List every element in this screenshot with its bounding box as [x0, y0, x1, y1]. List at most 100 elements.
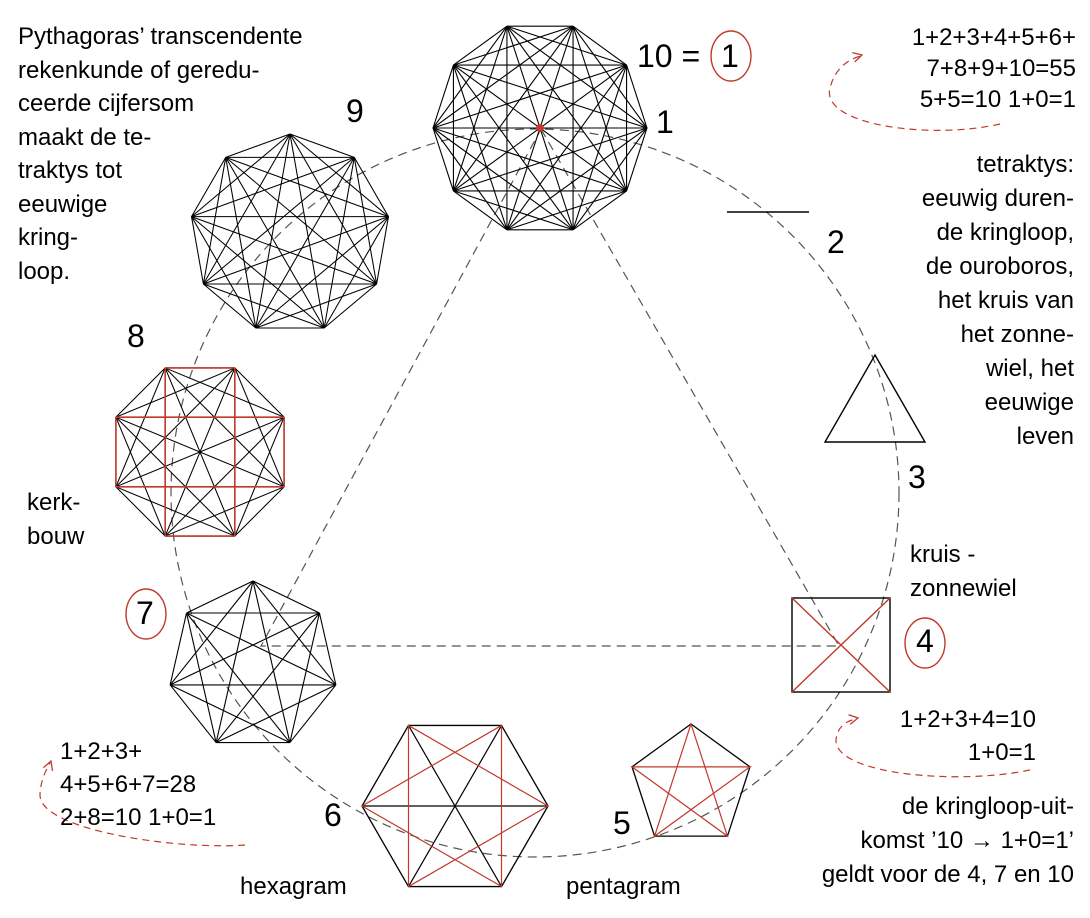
tetraktys-line: tetraktys: — [976, 151, 1074, 178]
figure-line — [202, 133, 291, 285]
octagon-red-squares — [115, 367, 285, 537]
number-8: 8 — [127, 318, 145, 354]
figure-line — [432, 64, 627, 129]
figure-line — [453, 25, 508, 66]
figure-line — [225, 157, 325, 329]
sum-top-line: 7+8+9+10=55 — [926, 55, 1077, 82]
circled-number-1: 1 — [721, 38, 739, 74]
figure-line — [323, 216, 389, 329]
figure-line — [252, 580, 291, 743]
sum-4: 1+2+3+4=10 1+0=1 — [900, 703, 1036, 769]
figure-line — [215, 580, 254, 743]
square-diagonal — [791, 597, 891, 693]
square-outline — [791, 597, 891, 693]
figure-line — [626, 64, 648, 129]
curved-arrows — [39, 52, 1031, 847]
sum-top-line: 5+5=10 1+0=1 — [919, 86, 1076, 113]
figure-line — [353, 157, 378, 285]
figure-line — [506, 25, 627, 66]
kringloop-line: komst ’10 → 1+0=1’ — [860, 827, 1074, 854]
arrow-head — [852, 52, 864, 63]
figure-line — [164, 367, 285, 488]
arrow-top — [828, 52, 1001, 131]
figure-line — [453, 25, 574, 66]
tetraktys-line: wiel, het — [985, 355, 1074, 382]
tetraktys-line: het kruis van — [937, 287, 1074, 314]
figure-line — [252, 580, 320, 614]
figure-line — [289, 133, 378, 285]
decagon-figure — [432, 25, 648, 231]
number-7: 7 — [136, 595, 154, 631]
figure-line — [432, 25, 508, 129]
figure-line — [191, 216, 325, 329]
figure-line — [353, 157, 389, 217]
figure-line — [572, 26, 628, 192]
tetraktys-line: leven — [1016, 423, 1074, 450]
intro-line: loop. — [18, 257, 71, 285]
dashed-triangle — [259, 127, 841, 647]
intro-text: Pythagoras’ transcendente rekenkunde of … — [18, 20, 303, 288]
figure-line — [202, 157, 227, 285]
number-circles — [125, 30, 946, 669]
figure-line — [432, 127, 574, 231]
kruis-line: kruis - — [910, 541, 976, 568]
figure-line — [115, 486, 166, 537]
number-6: 6 — [324, 797, 342, 833]
number-3: 3 — [908, 459, 926, 495]
figure-line — [115, 416, 236, 537]
kringloop-text: de kringloop-uit- komst ’10 → 1+0=1’ gel… — [822, 790, 1074, 892]
kerkbouw-label: kerk- bouw — [27, 486, 84, 554]
pentagram-star — [630, 722, 752, 838]
figure-line — [191, 216, 377, 285]
figure-line — [376, 216, 389, 285]
figure-line — [452, 25, 574, 192]
figure-line — [234, 486, 285, 537]
figure-line — [225, 133, 291, 158]
sum-7-line: 1+2+3+ — [60, 738, 143, 765]
kruis-label: kruis - zonnewiel — [910, 538, 1017, 606]
figure-line — [186, 612, 337, 686]
hexagram-label: hexagram — [240, 873, 347, 900]
figure-line — [506, 127, 648, 231]
figure-line — [164, 367, 285, 418]
figure-line — [169, 612, 320, 686]
figure-line — [289, 684, 337, 743]
figure-line — [452, 64, 508, 230]
number-9: 9 — [346, 93, 364, 129]
figure-line — [203, 283, 325, 329]
figure-line — [203, 283, 257, 329]
sum-4-line: 1+2+3+4=10 — [899, 706, 1036, 733]
figure-line — [506, 25, 648, 129]
kerkbouw-line: bouw — [27, 523, 85, 550]
intro-line: eeuwige — [18, 190, 108, 218]
arrow-curve — [828, 55, 1001, 131]
pentagon-outline — [631, 723, 751, 837]
tetraktys-line: het zonne- — [960, 321, 1074, 348]
figure-line — [169, 580, 254, 686]
tetraktys-line: eeuwige — [984, 389, 1074, 416]
arrow-head — [43, 759, 54, 771]
figure-line — [323, 283, 377, 329]
figure-line — [115, 367, 166, 418]
pentagon-figure — [630, 722, 752, 838]
figure-line — [186, 612, 217, 743]
tetraktys-line: de ouroboros, — [925, 253, 1074, 280]
sum-top: 1+2+3+4+5+6+ 7+8+9+10=55 5+5=10 1+0=1 — [912, 22, 1076, 115]
circle-around-7 — [125, 588, 167, 640]
figure-line — [289, 612, 320, 743]
sum-7-line: 2+8=10 1+0=1 — [60, 804, 217, 831]
figure-line — [255, 133, 291, 329]
figure-line — [169, 684, 291, 744]
intro-line: traktys tot — [18, 157, 123, 184]
figure-line — [289, 133, 355, 158]
number-1: 1 — [656, 104, 674, 140]
kringloop-line: geldt voor de 4, 7 en 10 — [821, 861, 1074, 888]
figure-line — [252, 580, 337, 686]
figure-line — [225, 156, 389, 218]
kringloop-line: de kringloop-uit- — [901, 793, 1074, 820]
figure-line — [164, 416, 285, 537]
label-10: 10 = — [637, 38, 701, 74]
kruis-line: zonnewiel — [910, 575, 1017, 602]
figure-line — [191, 216, 204, 285]
figure-line — [203, 216, 389, 285]
